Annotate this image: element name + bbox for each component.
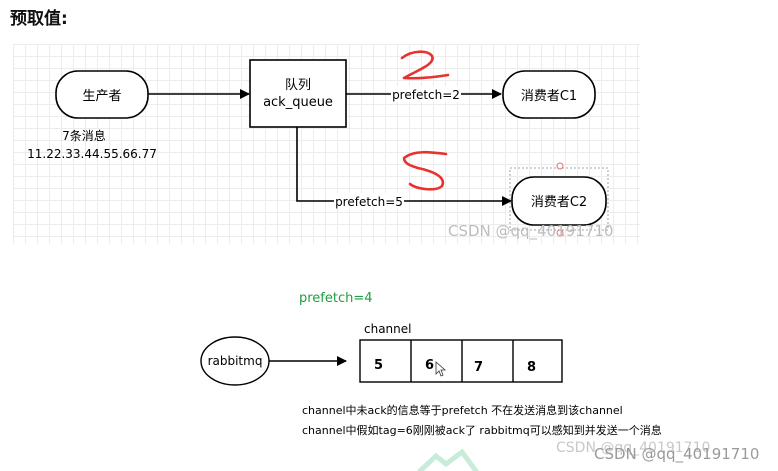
channel-box	[359, 339, 563, 383]
consumer2-label: 消费者C2	[531, 195, 587, 210]
top-diagram-watermark: CSDN @qq_40191710	[448, 222, 613, 241]
consumer2-node	[511, 176, 607, 226]
prefetch-title: prefetch=4	[299, 291, 373, 306]
queue-label-line1: 队列	[285, 78, 311, 93]
consumer1-node	[502, 70, 596, 119]
queue-to-consumer2-arrow	[296, 127, 512, 206]
handwritten-5-stroke	[402, 150, 448, 191]
edge2-label: prefetch=5	[335, 195, 403, 209]
selection-handle-top	[556, 162, 564, 170]
consumer1-label: 消费者C1	[521, 89, 577, 104]
page-watermark: CSDN @qq_40191710	[594, 445, 759, 464]
bottom-diagram-watermark: CSDN @qq_40191710	[556, 440, 710, 456]
handwritten-2-stroke	[400, 50, 450, 80]
producer-label: 生产者	[82, 89, 121, 104]
note-line-2: channel中假如tag=6刚刚被ack了 rabbitmq可以感知到并发送一…	[302, 423, 662, 437]
decorative-green-mark	[417, 448, 479, 471]
channel-label: channel	[364, 322, 411, 336]
channel-cell-4: 8	[527, 360, 536, 375]
channel-cell-1: 5	[374, 358, 383, 373]
edge1-label: prefetch=2	[392, 88, 460, 102]
edge1-label-bg	[391, 86, 461, 102]
rabbitmq-label: rabbitmq	[208, 354, 263, 368]
channel-cell-3: 7	[474, 360, 483, 375]
edge2-label-bg	[334, 193, 404, 209]
selection-handle-bottom	[556, 229, 564, 237]
messages-count-label: 7条消息	[62, 128, 106, 143]
channel-cell-2: 6	[425, 358, 434, 373]
cursor-icon	[435, 361, 447, 377]
note-line-1: channel中未ack的信息等于prefetch 不在发送消息到该channe…	[302, 403, 623, 417]
messages-list-label: 11.22.33.44.55.66.77	[27, 147, 157, 161]
page-heading: 预取值:	[10, 9, 68, 29]
queue-label-line2: ack_queue	[263, 95, 333, 110]
queue-node	[249, 59, 347, 128]
